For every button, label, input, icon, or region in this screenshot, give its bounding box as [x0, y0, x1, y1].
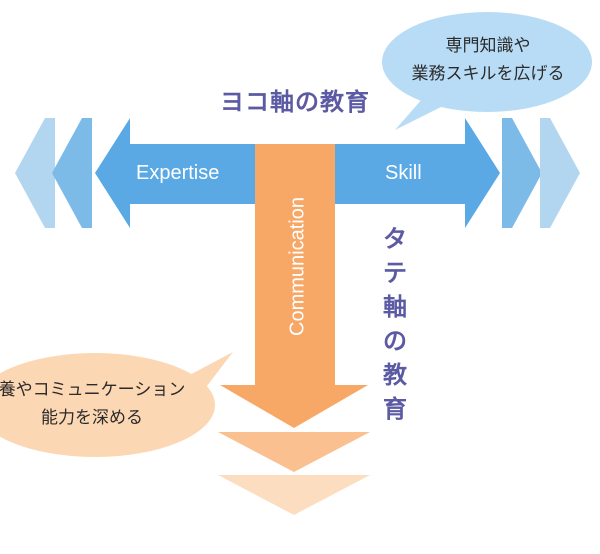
vertical-bubble-line-1: 養やコミュニケーション — [0, 380, 186, 400]
horizontal-speech-bubble — [382, 12, 592, 130]
left-chevron-mid — [52, 118, 92, 228]
horizontal-bubble-line-1: 専門知識や — [445, 36, 531, 56]
vertical-bubble-text: 養やコミュニケーション 能力を深める — [0, 376, 192, 432]
down-chevron-far — [218, 475, 370, 515]
vertical-title-char: テ — [383, 259, 407, 287]
vertical-title-char: の — [383, 327, 407, 355]
expertise-label: Expertise — [136, 162, 220, 184]
horizontal-bubble-line-2: 業務スキルを広げる — [411, 64, 565, 84]
right-chevron-mid — [502, 118, 542, 228]
skill-label: Skill — [385, 162, 422, 184]
vertical-title-char: 軸 — [383, 293, 407, 321]
communication-label: Communication — [286, 197, 309, 336]
vertical-speech-bubble — [0, 352, 233, 457]
vertical-title-char: タ — [383, 225, 407, 253]
right-chevron-far — [540, 118, 580, 228]
vertical-title-char: 教 — [383, 361, 407, 389]
vertical-bubble-line-2: 能力を深める — [41, 408, 143, 428]
vertical-arrow — [220, 144, 368, 428]
down-chevron-mid — [218, 432, 370, 472]
horizontal-title: ヨコ軸の教育 — [220, 88, 370, 116]
left-chevron-far — [15, 118, 55, 228]
horizontal-bubble-text: 専門知識や 業務スキルを広げる — [398, 32, 578, 88]
vertical-title-char: 育 — [383, 395, 407, 423]
vertical-title: タテ軸の教育 — [380, 222, 410, 426]
